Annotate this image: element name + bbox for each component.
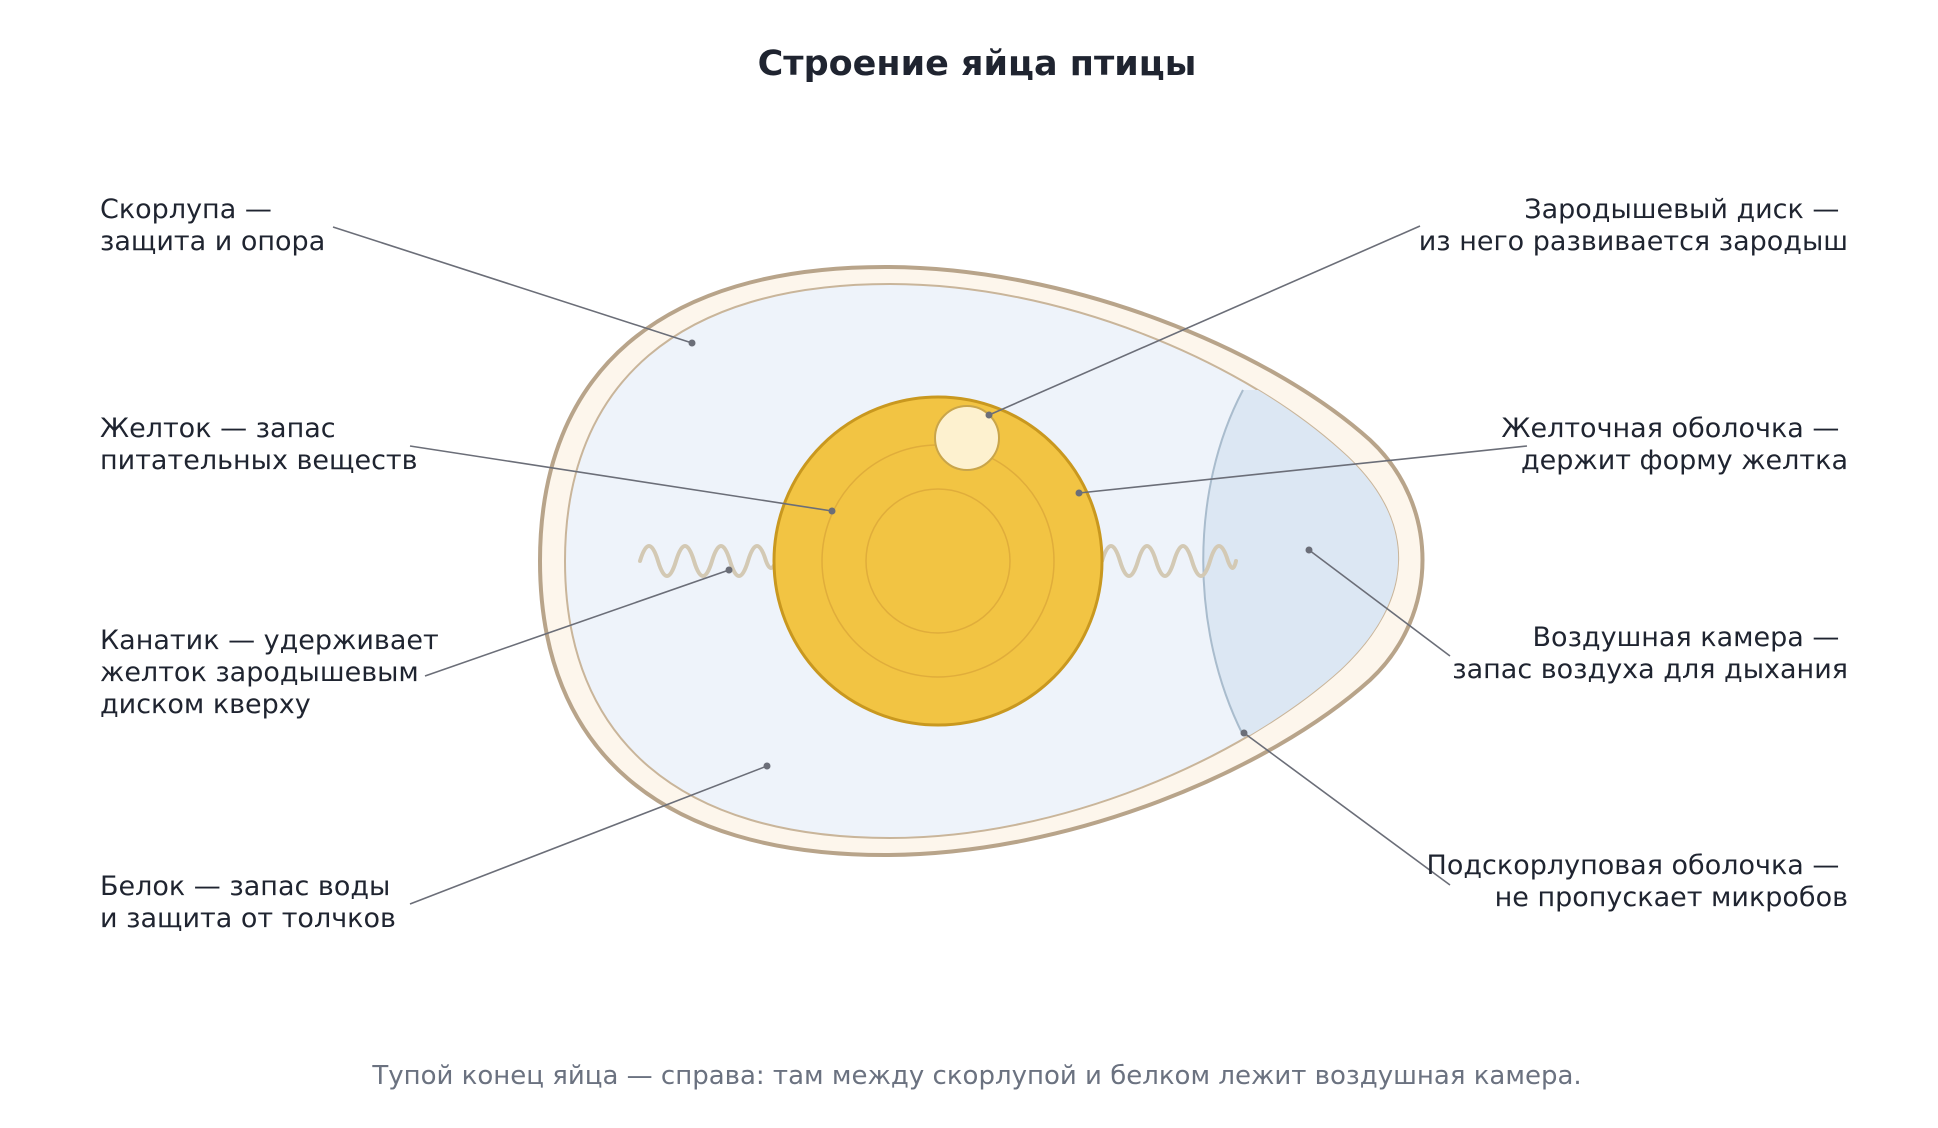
label-albumen-line-1: Белок — запас воды bbox=[100, 871, 390, 902]
leader-chalaza-dot bbox=[725, 566, 733, 574]
label-air-cell-line-1: Воздушная камера — bbox=[1533, 622, 1840, 653]
leader-air-cell-dot bbox=[1305, 546, 1313, 554]
germinal-disc bbox=[934, 405, 1000, 471]
leader-shell bbox=[332, 226, 693, 344]
label-shell: Скорлупа — защита и опора bbox=[100, 194, 325, 257]
diagram-title: Строение яйца птицы bbox=[758, 44, 1197, 84]
label-air-cell: Воздушная камера — запас воздуха для дых… bbox=[1452, 622, 1848, 685]
label-vitelline-membrane-line-1: Желточная оболочка — bbox=[1501, 413, 1839, 444]
label-albumen-line-2: и защита от толчков bbox=[100, 903, 396, 934]
label-chalaza-line-2: желток зародышевым bbox=[100, 657, 419, 688]
leader-albumen bbox=[409, 765, 768, 905]
label-shell-line-1: Скорлупа — bbox=[100, 194, 272, 225]
leader-germinal-disc bbox=[988, 225, 1421, 416]
leader-albumen-dot bbox=[763, 762, 771, 770]
label-vitelline-membrane-line-2: держит форму желтка bbox=[1521, 445, 1848, 476]
leader-shell-membrane bbox=[1243, 732, 1451, 886]
label-germinal-disc-line-2: из него развивается зародыш bbox=[1419, 226, 1848, 257]
leader-germinal-disc-dot bbox=[985, 411, 993, 419]
leader-vitelline-membrane bbox=[1078, 445, 1528, 494]
leader-chalaza bbox=[424, 569, 730, 677]
label-albumen: Белок — запас воды и защита от толчков bbox=[100, 871, 399, 934]
label-shell-membrane-line-2: не пропускает микробов bbox=[1495, 882, 1848, 913]
label-shell-line-2: защита и опора bbox=[100, 226, 325, 257]
label-shell-membrane: Подскорлуповая оболочка — не пропускает … bbox=[1427, 850, 1848, 913]
label-air-cell-line-2: запас воздуха для дыхания bbox=[1452, 654, 1848, 685]
diagram-caption: Тупой конец яйца — справа: там между ско… bbox=[371, 1061, 1581, 1091]
label-yolk: Желток — запас питательных веществ bbox=[100, 413, 418, 476]
leader-vitelline-membrane-dot bbox=[1075, 489, 1083, 497]
leader-air-cell bbox=[1308, 549, 1451, 657]
label-yolk-line-1: Желток — запас bbox=[100, 413, 336, 444]
label-chalaza: Канатик — удерживает желток зародышевым … bbox=[100, 625, 447, 720]
leader-shell-membrane-dot bbox=[1240, 729, 1248, 737]
yolk-layer-inner bbox=[865, 488, 1011, 634]
leader-shell-dot bbox=[688, 339, 696, 347]
label-yolk-line-2: питательных веществ bbox=[100, 445, 418, 476]
label-germinal-disc-line-1: Зародышевый диск — bbox=[1524, 194, 1839, 225]
label-chalaza-line-1: Канатик — удерживает bbox=[100, 625, 439, 656]
label-chalaza-line-3: диском кверху bbox=[100, 689, 311, 720]
chalaza-right bbox=[1100, 544, 1238, 578]
label-shell-membrane-line-1: Подскорлуповая оболочка — bbox=[1427, 850, 1840, 881]
leader-yolk-dot bbox=[828, 507, 836, 515]
label-germinal-disc: Зародышевый диск — из него развивается з… bbox=[1419, 194, 1848, 257]
leader-yolk bbox=[409, 445, 833, 512]
air-cell-boundary bbox=[1202, 389, 1244, 736]
chalaza-left bbox=[638, 544, 778, 578]
label-vitelline-membrane: Желточная оболочка — держит форму желтка bbox=[1501, 413, 1848, 476]
